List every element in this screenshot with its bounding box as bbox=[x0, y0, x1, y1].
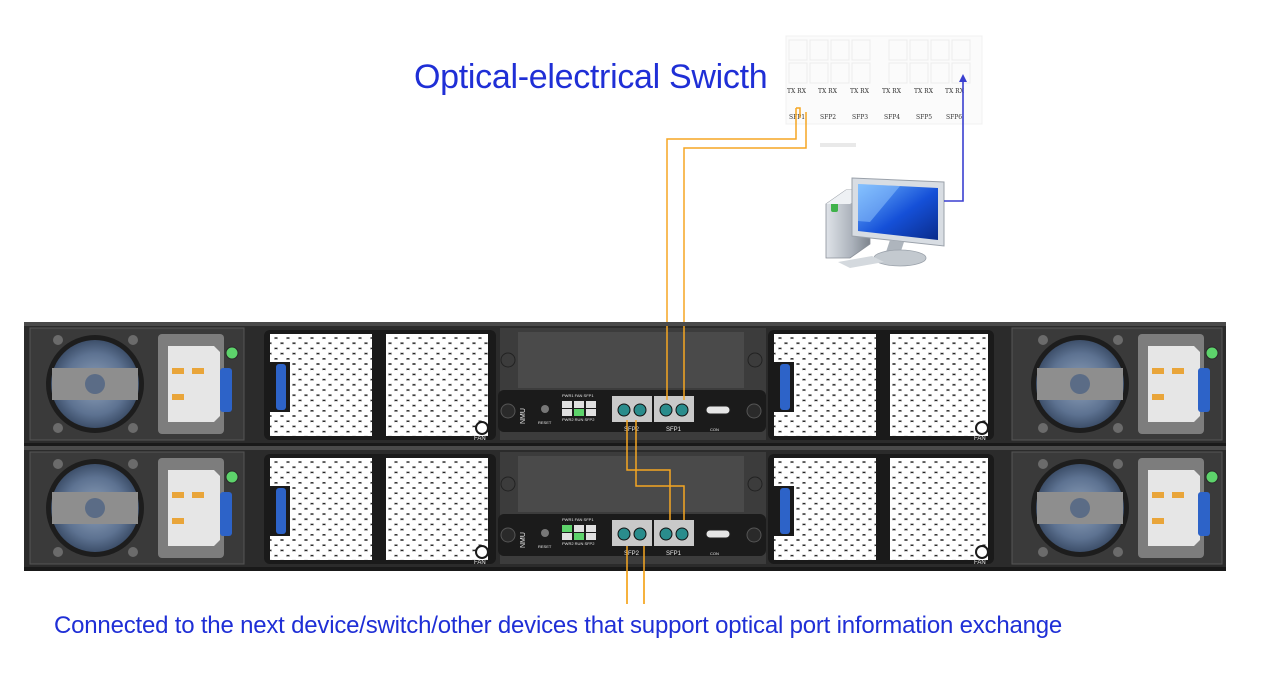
leds-top-label: PWR1 FAN SFP1 bbox=[562, 393, 594, 398]
fan-grille-right-upper: FAN bbox=[768, 330, 994, 442]
sfp-port-icon bbox=[612, 396, 652, 422]
sfp1-label: SFP1 bbox=[666, 551, 682, 557]
sfp2-label: SFP2 bbox=[624, 551, 640, 557]
leds-bottom-label: PWR2 RUN SFP2 bbox=[562, 417, 595, 422]
fiber-cables-overlay bbox=[626, 326, 685, 604]
switch-port-sfp4: SFP4 bbox=[884, 114, 900, 121]
psu-right-upper bbox=[1011, 327, 1223, 441]
nmu-module-lower: NMU RESET PWR1 FAN SFP1 PWR2 RUN SFP2 SF… bbox=[498, 452, 766, 564]
svg-text:TX RX: TX RX bbox=[882, 88, 902, 95]
chassis-lower: FAN NMU RESET PWR1 FAN SFP1 PWR2 RUN SFP… bbox=[24, 446, 1226, 571]
switch-port-labels: TX RX TX RX TX RX TX RX TX RX TX RX SFP1… bbox=[787, 88, 965, 121]
fan-label: FAN bbox=[974, 436, 986, 442]
svg-text:TX RX: TX RX bbox=[914, 88, 934, 95]
nmu-module-upper: NMU RESET PWR1 FAN SFP1 PWR2 RUN SFP2 SF… bbox=[498, 328, 766, 440]
nmu-label: NMU bbox=[520, 408, 527, 424]
reset-label: RESET bbox=[538, 544, 552, 549]
computer-icon bbox=[825, 177, 945, 268]
power-socket-icon bbox=[1138, 334, 1204, 434]
psu-right-lower bbox=[1011, 451, 1223, 565]
fan-label: FAN bbox=[474, 436, 486, 442]
svg-text:TX RX: TX RX bbox=[818, 88, 838, 95]
sfp-port-icon bbox=[654, 396, 694, 422]
svg-text:TX RX: TX RX bbox=[850, 88, 870, 95]
con-label: CON bbox=[710, 427, 719, 432]
psu-left-lower bbox=[29, 451, 245, 565]
optical-electrical-switch: TX RX TX RX TX RX TX RX TX RX TX RX SFP1… bbox=[785, 35, 983, 147]
fan-label: FAN bbox=[474, 560, 486, 566]
power-socket-icon bbox=[158, 458, 224, 558]
switch-port-sfp3: SFP3 bbox=[852, 114, 868, 121]
power-socket-icon bbox=[158, 334, 224, 434]
switch-port-sfp1: SFP1 bbox=[789, 114, 805, 121]
diagram-caption: Connected to the next device/switch/othe… bbox=[54, 612, 1063, 639]
ethernet-cable bbox=[944, 82, 964, 202]
svg-text:TX RX: TX RX bbox=[787, 88, 807, 95]
psu-left-upper bbox=[29, 327, 245, 441]
chassis-upper: FAN NMU RESET PWR1 FAN SFP1 PWR2 RUN SFP… bbox=[24, 322, 1226, 447]
sfp2-label: SFP2 bbox=[624, 427, 640, 433]
fan-grille-left-lower: FAN bbox=[264, 454, 496, 566]
arrow-up-icon bbox=[959, 74, 967, 82]
power-socket-icon bbox=[1138, 458, 1204, 558]
sfp1-label: SFP1 bbox=[666, 427, 682, 433]
fan-grille-right-lower: FAN bbox=[768, 454, 994, 566]
sfp-port-icon bbox=[612, 520, 652, 546]
switch-port-sfp5: SFP5 bbox=[916, 114, 932, 121]
leds-top-label: PWR1 FAN SFP1 bbox=[562, 517, 594, 522]
fan-grille-left-upper: FAN bbox=[264, 330, 496, 442]
svg-text:TX RX: TX RX bbox=[945, 88, 965, 95]
switch-port-sfp6: SFP6 bbox=[946, 114, 962, 121]
con-label: CON bbox=[710, 551, 719, 556]
diagram-title: Optical-electrical Swicth bbox=[414, 58, 768, 96]
fan-label: FAN bbox=[974, 560, 986, 566]
sfp-port-icon bbox=[654, 520, 694, 546]
switch-port-sfp2: SFP2 bbox=[820, 114, 836, 121]
leds-bottom-label: PWR2 RUN SFP2 bbox=[562, 541, 595, 546]
reset-label: RESET bbox=[538, 420, 552, 425]
nmu-label: NMU bbox=[520, 532, 527, 548]
